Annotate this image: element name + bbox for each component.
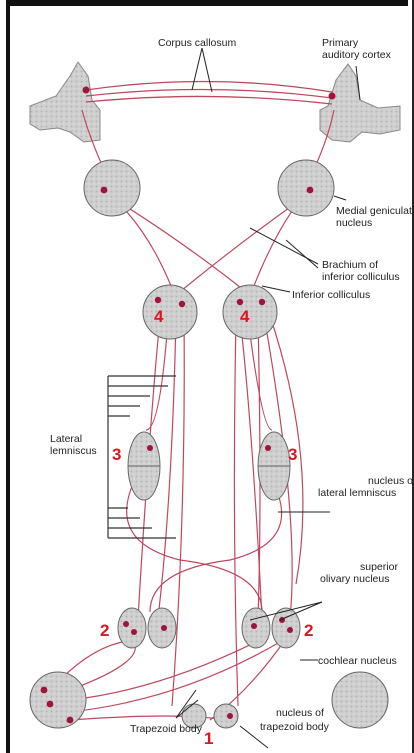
left-inferior-colliculus — [143, 285, 197, 339]
label-nucleus-lateral-lemniscus-line2: lateral lemniscus — [318, 487, 396, 499]
label-corpus-callosum: Corpus callosum — [158, 37, 236, 49]
label-superior-olivary-line2: olivary nucleus — [320, 573, 389, 585]
cortex-cell-right — [329, 93, 336, 100]
label-nucleus-of-trapezoid-line2: trapezoid body — [260, 721, 330, 733]
label-primary-auditory-cortex-line1: Primary — [322, 37, 359, 49]
label-lateral-lemniscus-line1: Lateral — [50, 433, 82, 445]
label-inferior-colliculus: Inferior colliculus — [292, 289, 370, 301]
number-4-left: 4 — [154, 307, 164, 326]
number-2-left: 2 — [100, 621, 109, 640]
left-medial-geniculate-nucleus — [84, 160, 140, 216]
label-nucleus-of-trapezoid-line1: nucleus of — [276, 707, 324, 719]
label-primary-auditory-cortex-line2: auditory cortex — [322, 49, 392, 61]
label-medial-geniculate-line2: nucleus — [336, 217, 372, 229]
number-2-right: 2 — [304, 621, 313, 640]
cortex-cell-left — [83, 87, 90, 94]
label-cochlear-nucleus: cochlear nucleus — [318, 655, 397, 667]
pointer-lines — [176, 48, 360, 748]
right-inferior-colliculus — [223, 285, 277, 339]
number-3-left: 3 — [112, 445, 121, 464]
label-medial-geniculate-line1: Medial geniculate — [336, 205, 414, 217]
number-4-right: 4 — [240, 307, 250, 326]
number-1: 1 — [204, 729, 213, 748]
label-trapezoid-body: Trapezoid body — [130, 723, 203, 735]
left-superior-olivary-nucleus-lateral — [118, 608, 146, 648]
label-nucleus-lateral-lemniscus-line1: nucleus of — [368, 475, 414, 487]
label-lateral-lemniscus-line2: lemniscus — [50, 445, 97, 457]
right-medial-geniculate-nucleus — [278, 160, 334, 216]
corpus-callosum-fibers — [86, 81, 332, 104]
number-3-right: 3 — [288, 445, 297, 464]
right-superior-olivary-nucleus-lateral — [272, 608, 300, 648]
label-superior-olivary-line1: superior — [360, 561, 398, 573]
right-trapezoid-nucleus — [214, 704, 238, 728]
right-auditory-cortex — [320, 64, 400, 142]
right-cochlear-nucleus — [332, 672, 388, 728]
left-cochlear-nucleus — [30, 672, 86, 728]
label-brachium-line2: inferior colliculus — [322, 271, 400, 283]
label-brachium-line1: Brachium of — [322, 259, 378, 271]
